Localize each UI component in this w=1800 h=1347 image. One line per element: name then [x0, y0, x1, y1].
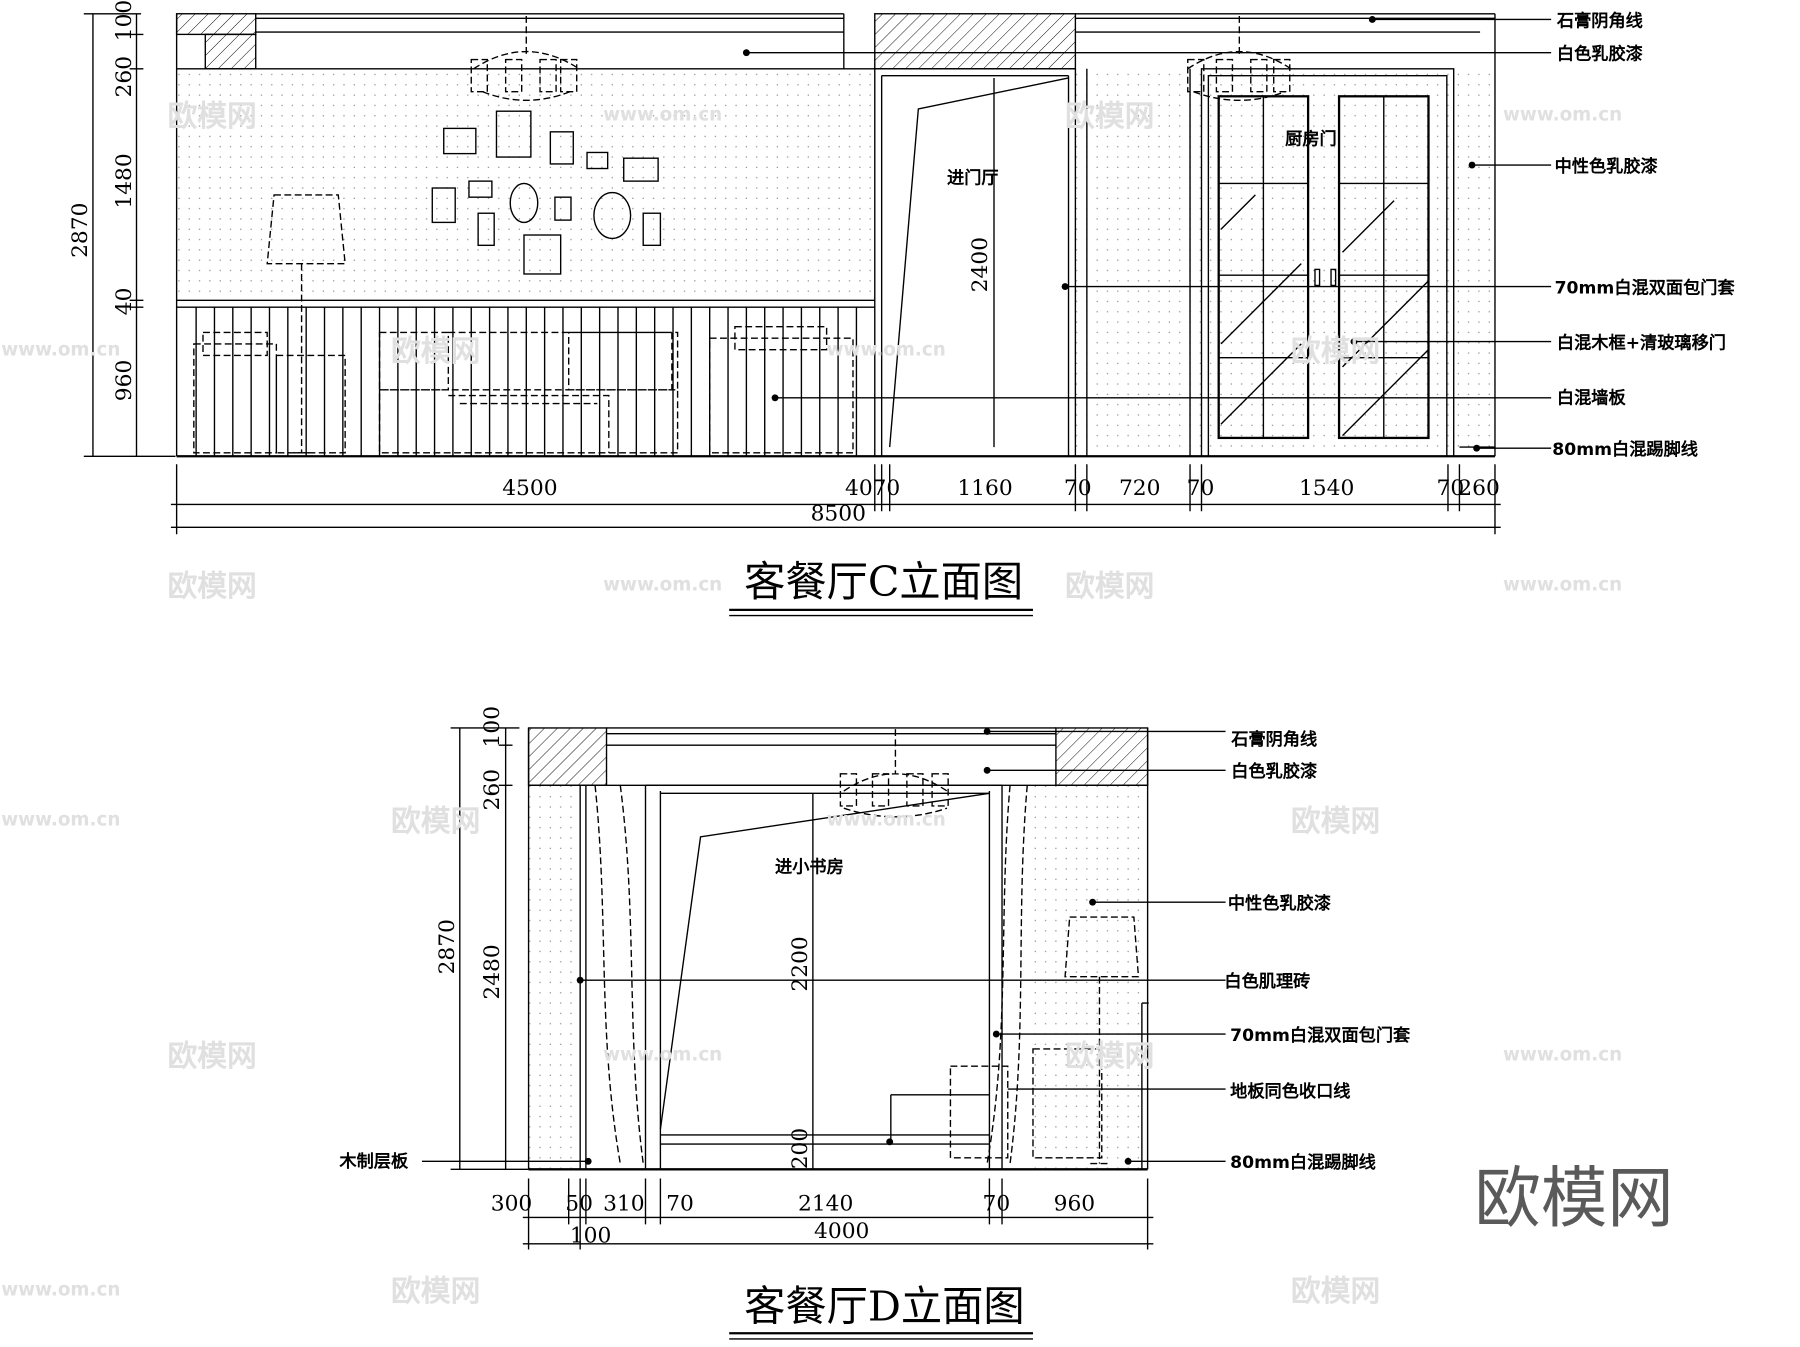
watermark-logo: 欧模网 [1474, 1159, 1673, 1237]
drawing-text: 70 [872, 476, 900, 501]
watermark-text: www.om.cn [827, 339, 946, 360]
drawing-text: 木制层板 [338, 1151, 409, 1172]
kitchen-sliding-door [1200, 68, 1455, 457]
drawing-text: 石膏阴角线 [1556, 10, 1643, 31]
elevation-c-title: 客餐厅C立面图 [744, 558, 1023, 606]
watermark-text: www.om.cn [1503, 104, 1622, 125]
drawing-text: 960 [112, 360, 137, 402]
drawing-text: 70 [1187, 476, 1215, 501]
drawing-text: 40 [845, 476, 873, 501]
drawing-text: 40 [112, 288, 137, 316]
drawing-text: 2400 [968, 237, 993, 292]
drawing-text: 2870 [435, 919, 460, 974]
drawing-text: 70 [983, 1192, 1011, 1217]
drawing-text: 960 [1054, 1192, 1096, 1217]
drawing-text: 260 [1458, 476, 1500, 501]
entry-door [874, 68, 1191, 457]
drawing-text: 中性色乳胶漆 [1228, 893, 1332, 914]
elevation-d: 进小书房 2200 200 2870 100 260 2480 300 50 3… [338, 706, 1411, 1340]
watermark-text: www.om.cn [1, 1279, 120, 1300]
watermark-text: 欧模网 [1291, 1274, 1380, 1309]
drawing-text: 白混木框+清玻璃移门 [1557, 333, 1726, 354]
watermark-text: www.om.cn [603, 574, 722, 595]
watermark-text: 欧模网 [167, 1039, 256, 1074]
watermark-text: www.om.cn [827, 809, 946, 830]
drawing-text: 4000 [814, 1219, 869, 1244]
watermark-text: 欧模网 [1291, 804, 1380, 839]
drawing-text: 进门厅 [947, 167, 999, 188]
watermark-text: 欧模网 [391, 1274, 480, 1309]
drawing-text: 白色乳胶漆 [1557, 44, 1644, 65]
chandelier-icon [470, 16, 1292, 101]
drawing-text: 1480 [112, 153, 137, 208]
study-door [644, 784, 1003, 1170]
drawing-text: 2200 [788, 936, 813, 991]
drawing-text: 2480 [480, 944, 505, 999]
watermark-text: 欧模网 [167, 99, 256, 134]
drawing-text: 厨房门 [1285, 128, 1337, 149]
watermark-text: 欧模网 [391, 804, 480, 839]
drawing-text: 100 [112, 0, 137, 41]
watermark-text: www.om.cn [1503, 574, 1622, 595]
drawing-text: 720 [1119, 476, 1161, 501]
watermark-text: 欧模网 [1065, 99, 1154, 134]
drawing-text: 260 [480, 769, 505, 811]
drawing-text: 200 [788, 1128, 813, 1170]
drawing-text: 2140 [798, 1192, 853, 1217]
drawing-text: 进小书房 [775, 856, 844, 877]
drawing-text: 80mm白混踢脚线 [1552, 439, 1698, 460]
drawing-text: 80mm白混踢脚线 [1230, 1152, 1376, 1173]
drawing-text: 70 [666, 1192, 694, 1217]
drawing-text: 70 [1064, 476, 1092, 501]
watermark-text: 欧模网 [391, 334, 480, 369]
drawing-text: 310 [603, 1192, 645, 1217]
drawing-text: 260 [112, 56, 137, 98]
floor-lamp-icon [1064, 916, 1140, 1165]
drawing-text: 70 [1437, 476, 1465, 501]
drawing-text: 石膏阴角线 [1230, 729, 1317, 750]
drawing-text: 8500 [811, 501, 866, 526]
drawing-text: 1160 [957, 476, 1012, 501]
curtains [594, 785, 1028, 1164]
watermark-text: 欧模网 [1291, 334, 1380, 369]
picture-frames [431, 110, 662, 275]
drawing-text: 1540 [1299, 476, 1354, 501]
watermarks: 欧模网 www.om.cn 欧模网 www.om.cn www.om.cn 欧模… [1, 99, 1674, 1309]
chandelier-icon [839, 729, 949, 818]
drawing-text: 白混墙板 [1557, 388, 1627, 409]
drawing-text: 70mm白混双面包门套 [1230, 1025, 1411, 1046]
watermark-text: www.om.cn [603, 1044, 722, 1065]
watermark-text: www.om.cn [1, 339, 120, 360]
elevation-d-title: 客餐厅D立面图 [744, 1283, 1025, 1331]
drawing-text: 100 [570, 1224, 612, 1249]
drawing-text: 2870 [68, 203, 93, 258]
watermark-text: 欧模网 [167, 569, 256, 604]
wall-panel-slats [195, 307, 858, 457]
drawing-text: 白色乳胶漆 [1231, 761, 1318, 782]
watermark-text: www.om.cn [1503, 1044, 1622, 1065]
watermark-text: 欧模网 [1065, 1039, 1154, 1074]
drawing-text: 70mm白混双面包门套 [1555, 277, 1736, 298]
drawing-text: 300 [491, 1192, 533, 1217]
armchairs [949, 1048, 1103, 1159]
elevation-c: 进门厅 厨房门 2400 2870 100 260 1480 40 960 45… [68, 0, 1736, 617]
watermark-text: 欧模网 [1065, 569, 1154, 604]
drawing-text: 中性色乳胶漆 [1555, 156, 1659, 177]
watermark-text: www.om.cn [603, 104, 722, 125]
callouts-c: 石膏阴角线 白色乳胶漆 中性色乳胶漆 70mm白混双面包门套 白混木框+清玻璃移… [742, 10, 1736, 460]
drawing-text: 白色肌理砖 [1224, 971, 1310, 992]
drawing-text: 地板同色收口线 [1230, 1081, 1350, 1102]
drawing-text: 4500 [502, 476, 557, 501]
callouts-d: 木制层板 石膏阴角线 白色乳胶漆 中性色乳胶漆 白色肌理砖 70mm白混双面包门… [338, 727, 1411, 1173]
watermark-text: www.om.cn [1, 809, 120, 830]
drawing-text: 50 [565, 1192, 593, 1217]
drawing-text: 100 [480, 706, 505, 748]
sofa-furniture [193, 326, 854, 454]
